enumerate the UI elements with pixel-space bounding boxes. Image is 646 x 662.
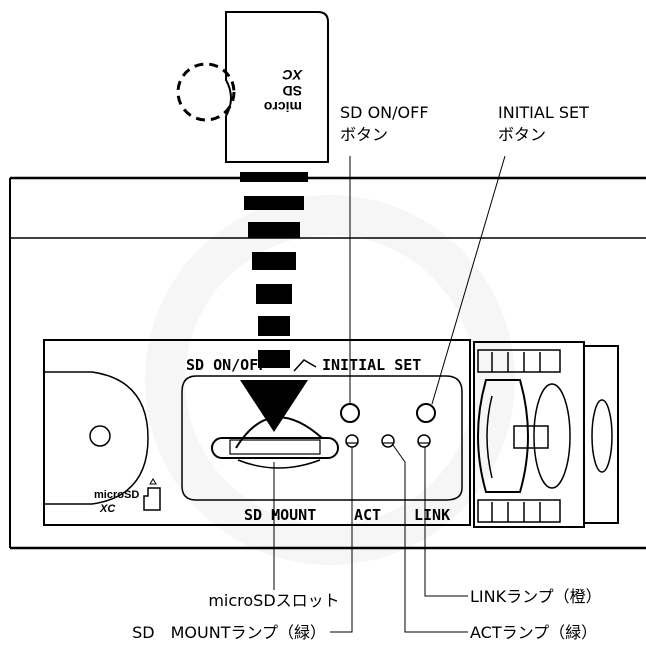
svg-text:XC: XC <box>282 67 303 83</box>
panel-label-sd-onoff: SD ON/OFF <box>186 356 267 374</box>
sd-onoff-button[interactable] <box>340 403 360 423</box>
panel-label-act: ACT <box>354 506 381 524</box>
svg-text:SD: SD <box>124 489 139 501</box>
insert-arrow-icon <box>240 172 308 432</box>
panel-labels: SD ON/OFF INITIAL SET SD MOUNT ACT LINK <box>186 356 450 524</box>
svg-text:micro: micro <box>94 489 124 501</box>
svg-text:SD: SD <box>283 83 302 99</box>
front-panel <box>43 339 471 526</box>
side-microsdxc-logo: micro SD XC <box>94 478 161 515</box>
screw-hole <box>89 425 111 447</box>
callout-sd-onoff-line1: SD ON/OFF <box>340 103 429 122</box>
callout-lines <box>273 155 506 633</box>
callout-sd-mount-lamp: SD MOUNTランプ（緑） <box>132 623 326 642</box>
svg-text:micro: micro <box>264 99 302 115</box>
callout-microsd-slot: microSDスロット <box>208 591 339 610</box>
watermark <box>145 195 515 565</box>
panel-label-initial-set: INITIAL SET <box>322 356 421 374</box>
panel-label-link: LINK <box>414 506 450 524</box>
link-lamp <box>417 434 431 448</box>
microsdxc-card: micro SD XC <box>176 11 329 163</box>
microsd-card-icon <box>143 487 161 511</box>
sd-mount-lamp <box>345 434 359 448</box>
initial-set-button[interactable] <box>416 403 436 423</box>
card-highlight-circle <box>176 62 236 122</box>
callout-initial-set-line2: ボタン <box>498 125 546 144</box>
callouts: SD ON/OFF ボタン INITIAL SET ボタン microSDスロッ… <box>132 103 601 642</box>
callout-sd-onoff-line2: ボタン <box>340 125 388 144</box>
callout-link-lamp: LINKランプ（橙） <box>470 587 602 606</box>
panel-label-sd-mount: SD MOUNT <box>244 506 316 524</box>
device-body <box>9 176 646 550</box>
svg-text:XC: XC <box>99 503 116 515</box>
side-latch <box>473 341 619 528</box>
act-lamp <box>381 434 395 448</box>
callout-initial-set-line1: INITIAL SET <box>498 103 589 122</box>
callout-act-lamp: ACTランプ（緑） <box>470 623 597 642</box>
